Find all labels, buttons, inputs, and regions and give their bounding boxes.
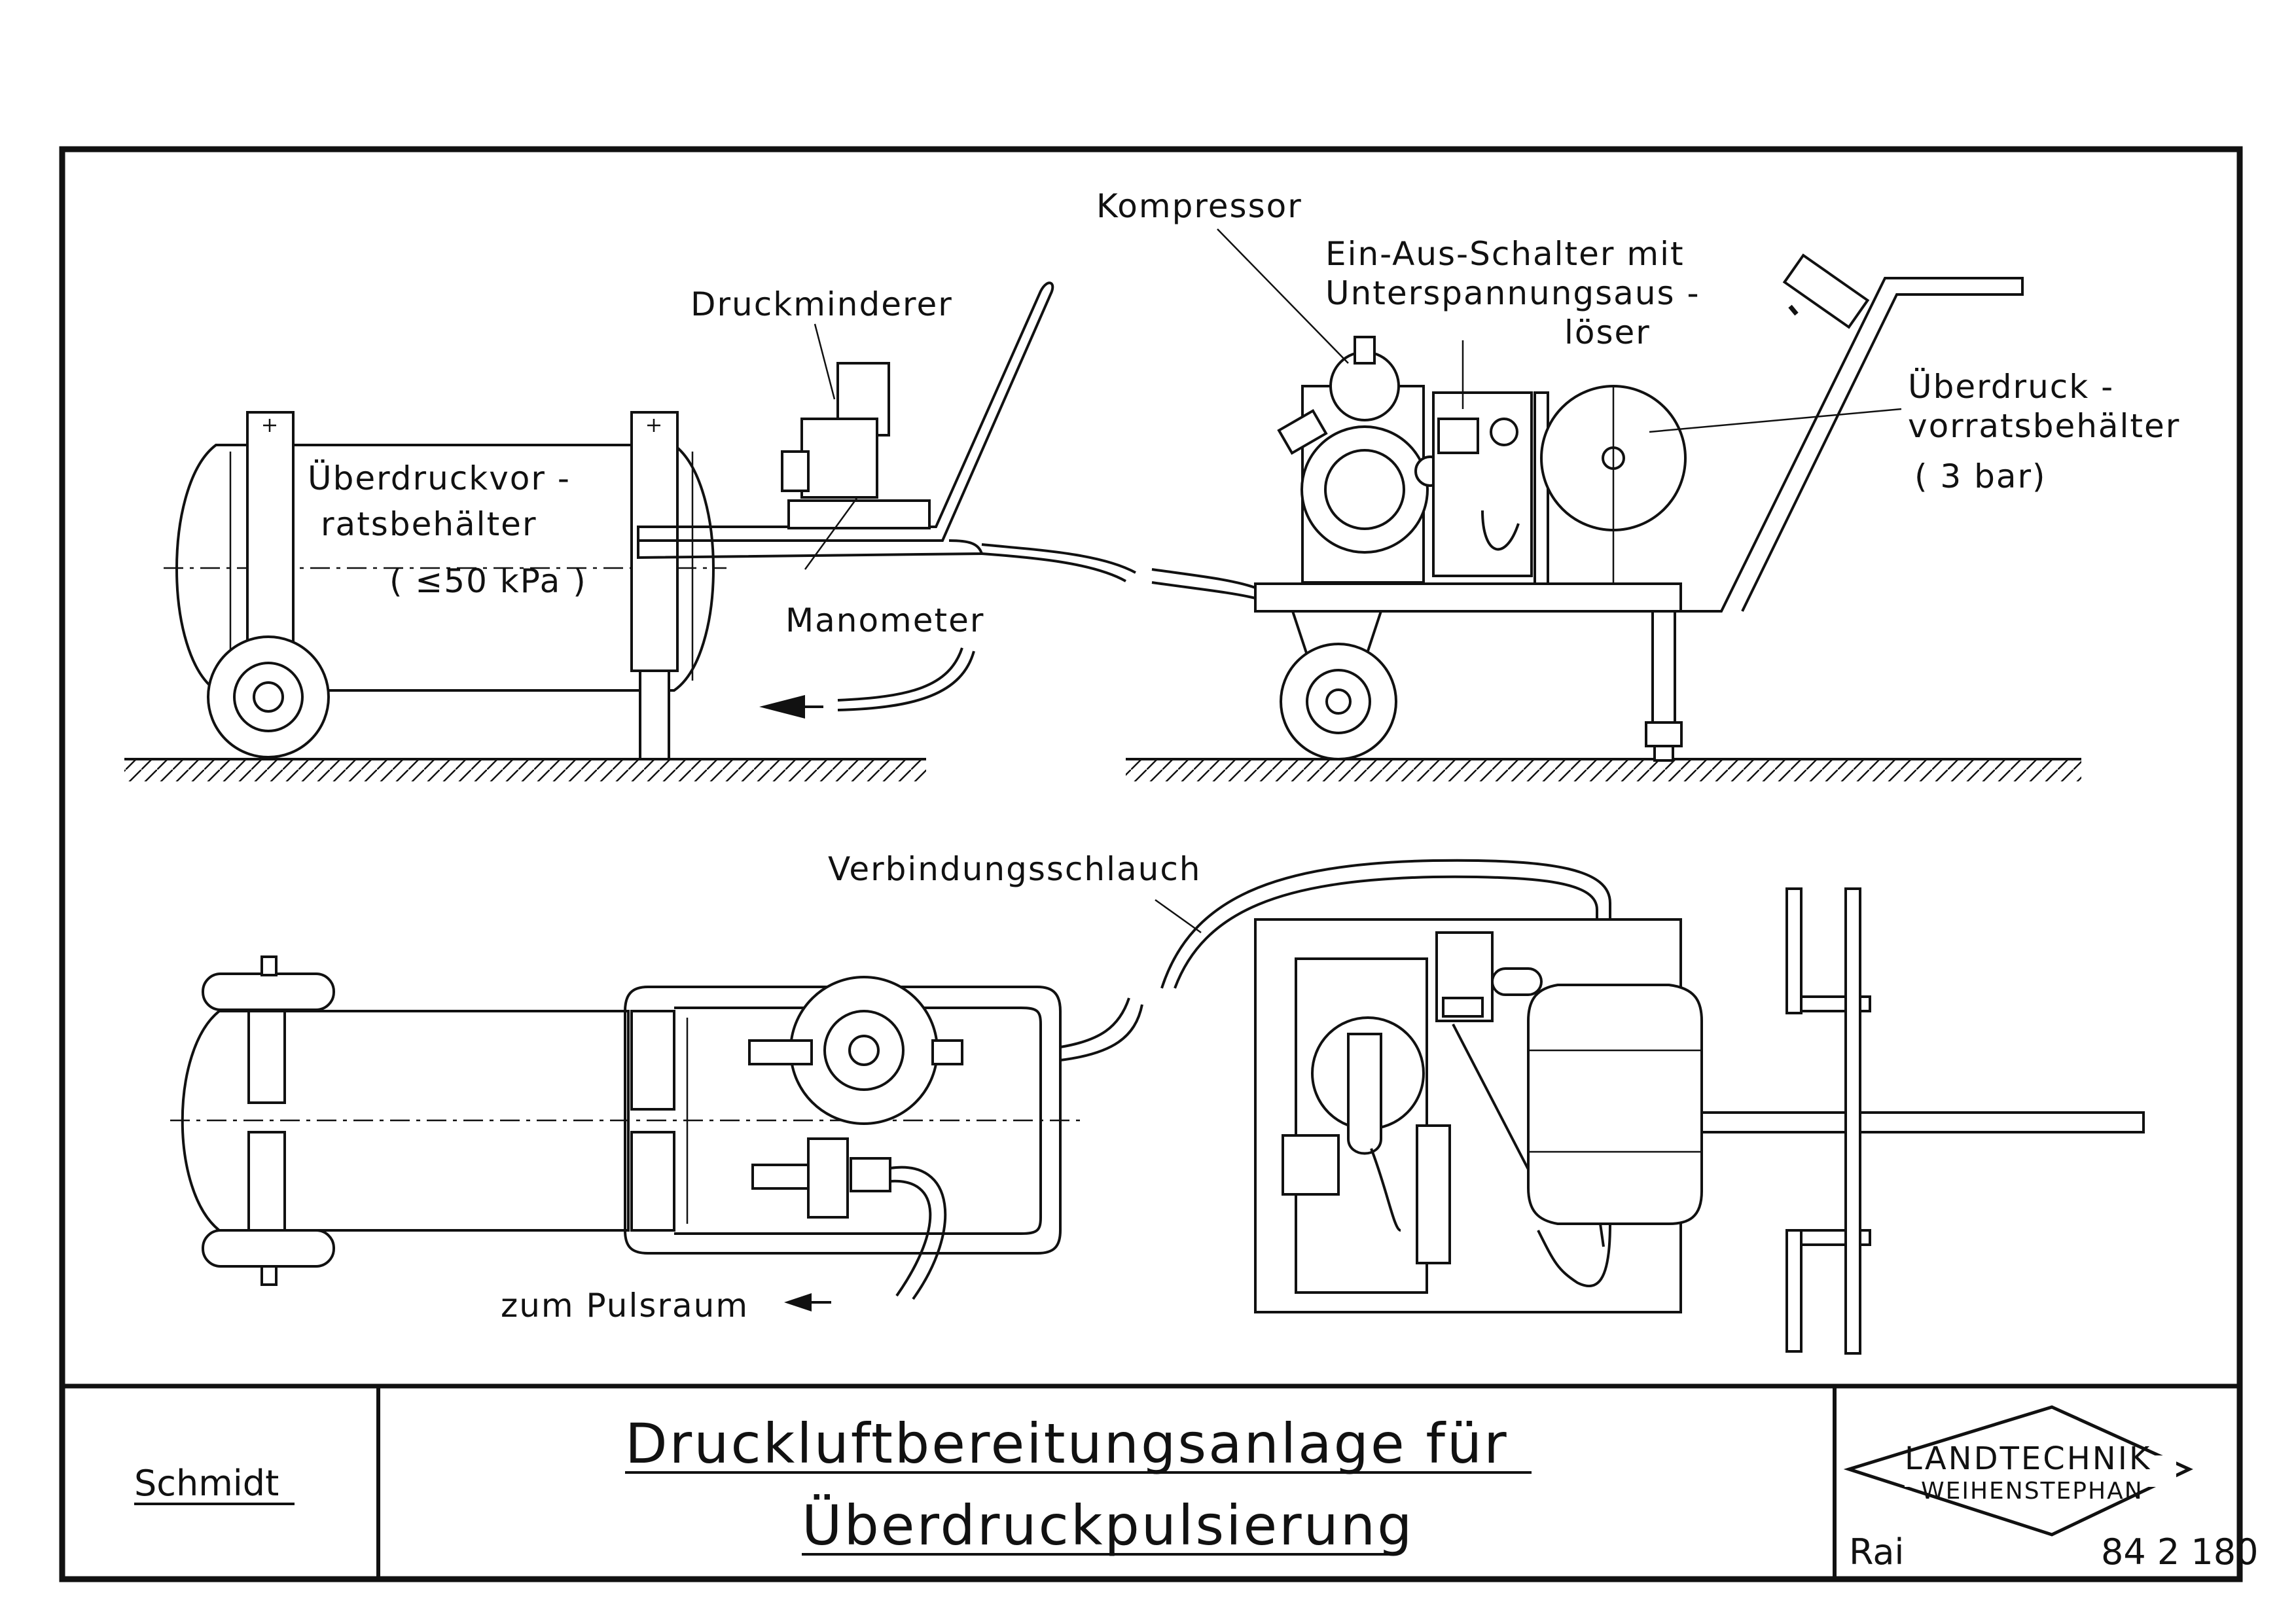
high-pressure-tank-top <box>1527 984 1703 1288</box>
compressor-cart-frame-top <box>1700 887 2145 1355</box>
pressure-reducer-top <box>748 976 963 1125</box>
logo-line1: LANDTECHNIK <box>1905 1440 2151 1477</box>
drawing-frame <box>59 146 2243 1582</box>
low-pressure-tank-top <box>170 955 1086 1286</box>
label-schalter-line1: Ein-Aus-Schalter mit <box>1325 235 1685 273</box>
label-behaelter1-line2: ratsbehälter <box>321 505 537 543</box>
author-name: Schmidt <box>134 1463 279 1504</box>
label-behaelter2-line3: ( 3 bar) <box>1914 457 2047 495</box>
connecting-hose <box>1060 859 1611 1061</box>
drawing-title-line2: Überdruckpulsierung <box>802 1493 1414 1558</box>
cart-frame-top <box>624 986 1062 1255</box>
compressor-side <box>1277 336 1446 584</box>
tank-cart-wheel <box>207 635 330 758</box>
landtechnik-logo: LANDTECHNIK WEIHENSTEPHAN <box>1843 1405 2193 1537</box>
ground-right <box>1126 758 2081 781</box>
arrow-icon <box>784 1293 812 1311</box>
label-pulsraum: zum Pulsraum <box>501 1287 749 1325</box>
label-behaelter2-line1: Überdruck - <box>1908 368 2114 406</box>
logo-line2: WEIHENSTEPHAN <box>1921 1478 2144 1505</box>
label-schalter-line3: löser <box>1564 313 1651 351</box>
ground-left <box>124 758 926 781</box>
drawing-number: 84 2 180 <box>2101 1531 2258 1573</box>
label-druckminderer: Druckminderer <box>691 285 953 323</box>
high-pressure-tank-side <box>1534 385 1687 585</box>
label-behaelter1-line1: Überdruckvor - <box>308 459 571 497</box>
drawing-title-line1: Druckluftbereitungsanlage für <box>625 1412 1509 1476</box>
label-manometer: Manometer <box>785 601 984 639</box>
label-kompressor: Kompressor <box>1096 187 1302 225</box>
pressure-reducer <box>781 362 931 529</box>
manometer-top <box>751 1137 947 1311</box>
label-verbindungsschlauch: Verbindungsschlauch <box>828 850 1202 888</box>
hose-right <box>1151 568 1256 599</box>
label-behaelter2-line2: vorratsbehälter <box>1908 407 2180 445</box>
hose-left <box>759 543 1136 719</box>
label-behaelter1-line3: ( ≤50 kPa ) <box>389 562 587 600</box>
switch-box-side <box>1432 391 1533 577</box>
arrow-icon <box>759 695 805 719</box>
label-schalter-line2: Unterspannungsaus - <box>1325 274 1700 312</box>
compressor-cart-wheel <box>1280 643 1397 760</box>
drawer-initials: Rai <box>1849 1531 1904 1573</box>
leader-lines <box>804 228 1902 934</box>
